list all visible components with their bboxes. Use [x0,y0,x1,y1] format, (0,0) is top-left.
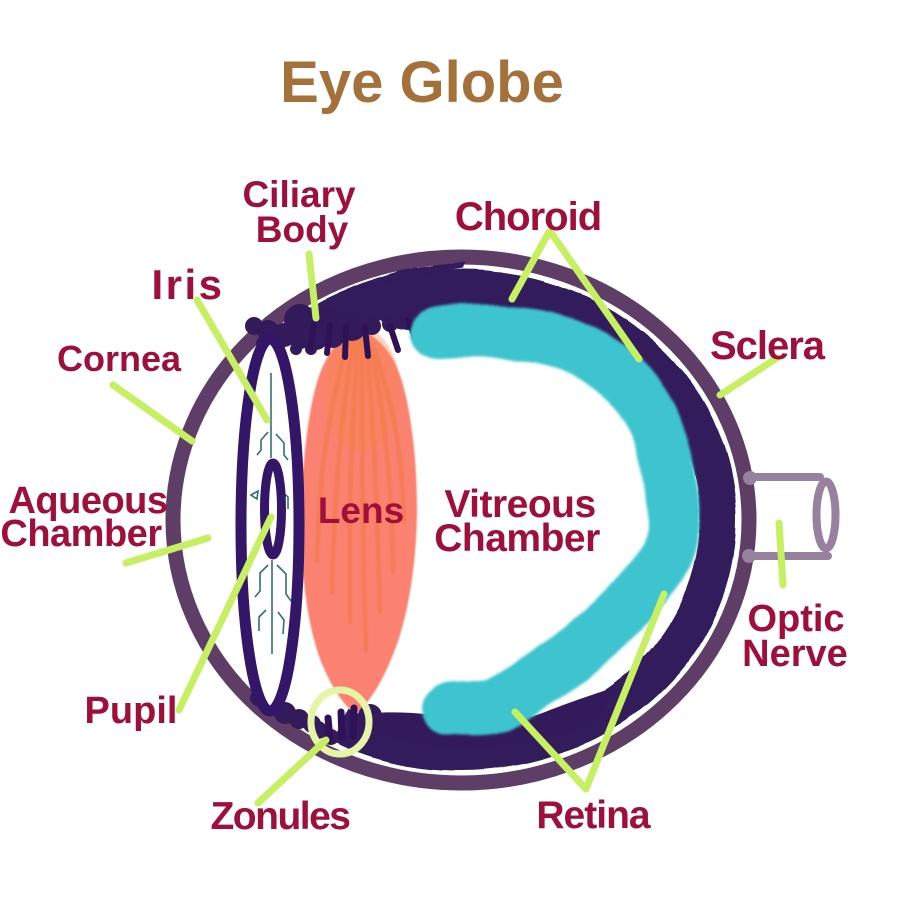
svg-text:Body: Body [256,209,349,250]
svg-text:Chamber: Chamber [434,517,600,560]
svg-text:Sclera: Sclera [710,324,826,368]
svg-text:Nerve: Nerve [742,633,848,675]
svg-text:Aqueous: Aqueous [8,480,167,522]
svg-text:Eye Globe: Eye Globe [280,50,564,115]
svg-text:Vitreous: Vitreous [444,483,595,526]
svg-text:Retina: Retina [536,794,651,837]
svg-text:Chamber: Chamber [0,513,162,555]
svg-text:Zonules: Zonules [210,795,350,838]
svg-text:Lens: Lens [318,490,404,531]
svg-text:Pupil: Pupil [85,690,178,732]
svg-text:Iris: Iris [151,261,224,308]
svg-text:Cornea: Cornea [57,338,182,379]
svg-text:Optic: Optic [747,598,844,640]
svg-text:Ciliary: Ciliary [242,174,356,215]
svg-text:Choroid: Choroid [455,195,601,239]
